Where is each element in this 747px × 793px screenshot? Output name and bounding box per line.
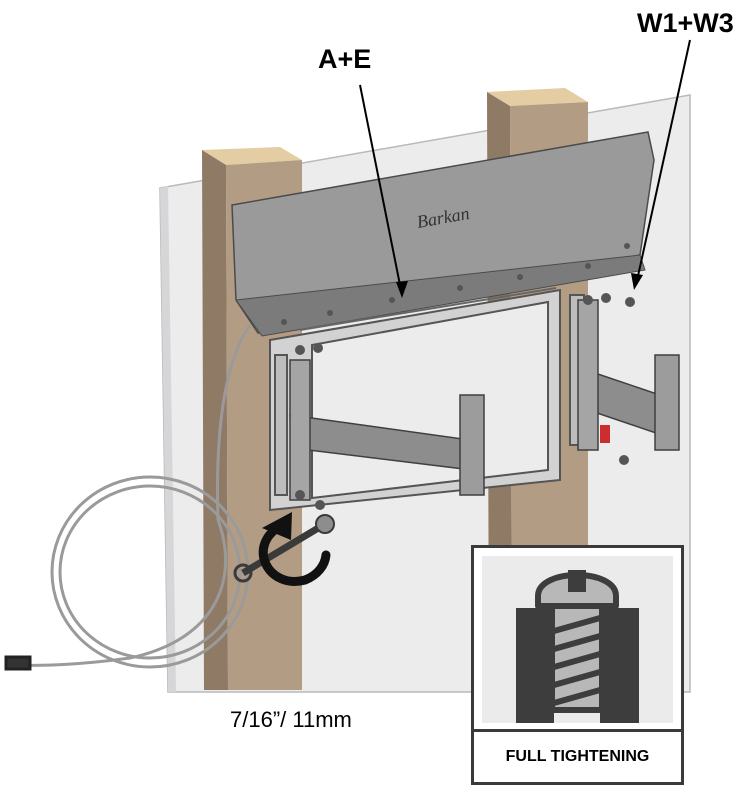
tightening-pictogram: [482, 556, 673, 723]
wrench-size-label: 7/16”/ 11mm: [230, 707, 352, 732]
screw-in-hole-icon: [516, 570, 639, 723]
mount-cover-plate: Barkan: [231, 131, 655, 337]
mounting-screws: [295, 293, 635, 510]
full-tightening-icon-box: FULL TIGHTENING: [471, 545, 684, 785]
callout-label-w1-w3: W1+W3: [637, 8, 734, 38]
leader-line-w1-w3: [635, 39, 691, 286]
leader-arrowhead-ae: [396, 281, 408, 298]
leader-arrowhead-w1-w3: [631, 273, 643, 290]
leader-line-ae: [359, 84, 403, 296]
wall-plate: [269, 287, 585, 512]
wrench: [233, 514, 335, 583]
full-tightening-caption: FULL TIGHTENING: [474, 729, 681, 782]
callout-label-ae: A+E: [318, 44, 372, 74]
clockwise-rotation-arrow: [258, 512, 331, 586]
